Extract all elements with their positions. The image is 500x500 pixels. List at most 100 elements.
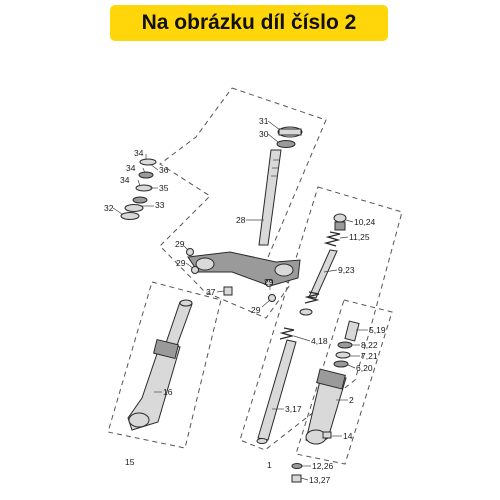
label-30: 30 [259,129,269,139]
leader-29d [261,299,271,308]
part-13-27-bolt [291,474,302,483]
label-6-20: 6,20 [356,363,373,373]
rebound-spring [304,291,320,304]
label-29b: 29 [176,258,186,268]
steering-stem-parts [186,126,303,302]
part-12-26-gasket [291,463,303,469]
right-fork-lower-parts [291,320,360,483]
right-fork-clamp [316,368,346,390]
label-2: 2 [349,395,354,405]
label-15: 15 [125,457,135,467]
part-8-22-clip [337,341,353,349]
part-under-bracket [187,251,301,287]
label-4-18: 4,18 [311,336,328,346]
label-1: 1 [267,460,272,470]
label-5-19: 5,19 [369,325,386,335]
part-labels: 31 30 34 36 34 35 34 33 32 28 29 29 29 2… [104,116,386,485]
leader-31 [267,120,281,131]
part-11-25-spring-upper [323,231,341,247]
part-10-24-cap [333,213,347,223]
label-33: 33 [155,200,165,210]
right-fork-inner-parts [256,213,347,444]
leader-29a [183,245,189,251]
page-title: Na obrázku díl číslo 2 [141,11,357,34]
part-29-bolt-d [265,279,273,287]
left-fork-inner-tube [164,301,193,349]
label-37: 37 [206,287,216,297]
outline-right-fork-lower [295,299,393,465]
part-4-18-spring [279,327,295,340]
leader-36 [149,163,159,171]
leader-9-23 [323,269,338,273]
label-35: 35 [159,183,169,193]
part-29-bolt-b [191,266,199,274]
label-29d: 29 [251,305,261,315]
label-34b: 34 [126,163,136,173]
part-34-washer-b [132,196,148,204]
part-31-nut [278,128,302,136]
label-12-26: 12,26 [312,461,334,471]
left-fork-parts [127,299,193,431]
left-fork-top [179,299,193,307]
piston-top [299,308,313,316]
left-fork-axle-boss [128,412,150,428]
label-29a: 29 [175,239,185,249]
part-16-outer-tube [127,341,181,431]
label-7-21: 7,21 [361,351,378,361]
inner-tube-end [256,438,268,444]
leader-4-18 [293,335,311,342]
label-36: 36 [159,165,169,175]
part-10-24-bolt [334,221,346,231]
part-34-washer-a [138,171,154,179]
leader-lines [112,120,368,481]
part-30-washer [276,140,296,148]
label-13-27: 13,27 [309,475,331,485]
left-fork-clamp [153,338,179,360]
part-5-19-seal [344,320,360,342]
part-36-locknut [139,158,157,166]
outline-right-fork-upper [239,186,403,451]
label-28: 28 [236,215,246,225]
part-3-17-inner-tube [257,339,297,441]
part-29-bolt-c [268,294,276,302]
part-7-21-washer [335,351,351,359]
part-37-clip [223,286,233,296]
label-3-17: 3,17 [285,404,302,414]
part-14-bolt [322,431,332,439]
part-32-race [120,212,140,220]
leader-30 [267,133,279,143]
label-34c: 34 [120,175,130,185]
label-31: 31 [259,116,269,126]
part-9-23-rod [308,249,338,299]
label-16: 16 [163,387,173,397]
title-banner: Na obrázku díl číslo 2 [110,5,388,41]
label-8-22: 8,22 [361,340,378,350]
bracket-clamp-right [274,263,294,277]
label-11-25: 11,25 [349,232,370,242]
leader-11-25 [339,236,349,239]
leader-13-27 [300,477,309,481]
outline-left-fork-assembly [107,281,222,449]
part-6-20-bush [333,360,349,368]
label-29c: 29 [264,277,274,287]
bearing-stack-parts [120,158,157,220]
part-33-bearing [124,204,144,212]
leader-6-20 [347,364,356,369]
label-10-24: 10,24 [354,217,376,227]
label-9-23: 9,23 [338,265,355,275]
leader-29b [185,262,194,269]
leader-10-24 [345,219,354,223]
leader-37 [216,290,225,293]
part-35-ring [135,184,153,192]
dashed-outlines [107,87,403,465]
leader-34b [142,167,146,174]
label-14: 14 [343,431,353,441]
part-28-steering-stem [258,149,282,246]
outline-steering-stem [159,87,327,319]
label-32: 32 [104,203,114,213]
part-29-bolt-a [186,248,194,256]
label-34a: 34 [134,148,144,158]
leader-34c [137,179,141,187]
bracket-clamp-left [195,257,215,271]
